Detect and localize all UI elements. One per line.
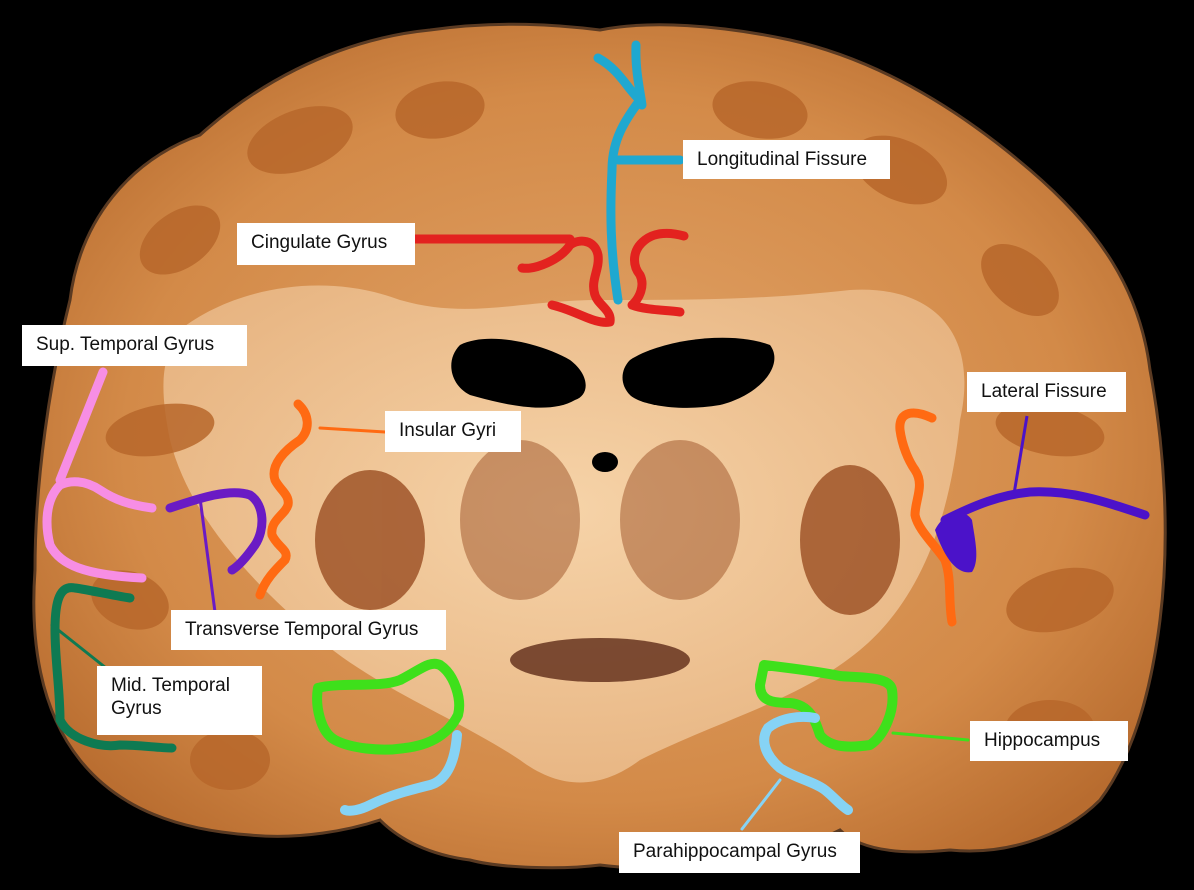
parahippocampal-gyrus-marker [340, 711, 853, 831]
longitudinal-fissure-marker [593, 40, 685, 305]
ventricle-right [622, 337, 775, 408]
label-longitudinal-fissure: Longitudinal Fissure [683, 140, 890, 179]
deep-nuclei [315, 440, 900, 682]
label-mid-temporal-gyrus: Mid. Temporal Gyrus [97, 666, 262, 735]
cortical-folds [91, 81, 1114, 790]
label-parahippocampal-gyrus: Parahippocampal Gyrus [619, 832, 860, 873]
label-sup-temporal-gyrus: Sup. Temporal Gyrus [22, 325, 247, 366]
sup-temporal-gyrus-marker [42, 367, 157, 583]
hippocampus-marker [312, 658, 970, 755]
label-cingulate-gyrus: Cingulate Gyrus [237, 223, 415, 265]
lateral-fissure-marker [935, 415, 1150, 573]
label-hippocampus: Hippocampus [970, 721, 1128, 761]
transverse-temporal-gyrus-marker [165, 488, 267, 614]
ventricle-left [451, 338, 586, 408]
label-transverse-temporal-gyrus: Transverse Temporal Gyrus [171, 610, 446, 650]
label-insular-gyri: Insular Gyri [385, 411, 521, 452]
white-matter [163, 285, 965, 783]
insular-gyri-marker-left [255, 399, 387, 600]
third-ventricle [592, 452, 618, 472]
insular-gyri-marker-right [895, 408, 957, 627]
mid-temporal-gyrus-marker [50, 583, 177, 753]
label-mid-temporal-gyrus-line2: Gyrus [111, 698, 162, 719]
cingulate-gyrus-marker [410, 228, 689, 327]
label-lateral-fissure: Lateral Fissure [967, 372, 1126, 412]
label-mid-temporal-gyrus-line1: Mid. Temporal [111, 675, 230, 696]
